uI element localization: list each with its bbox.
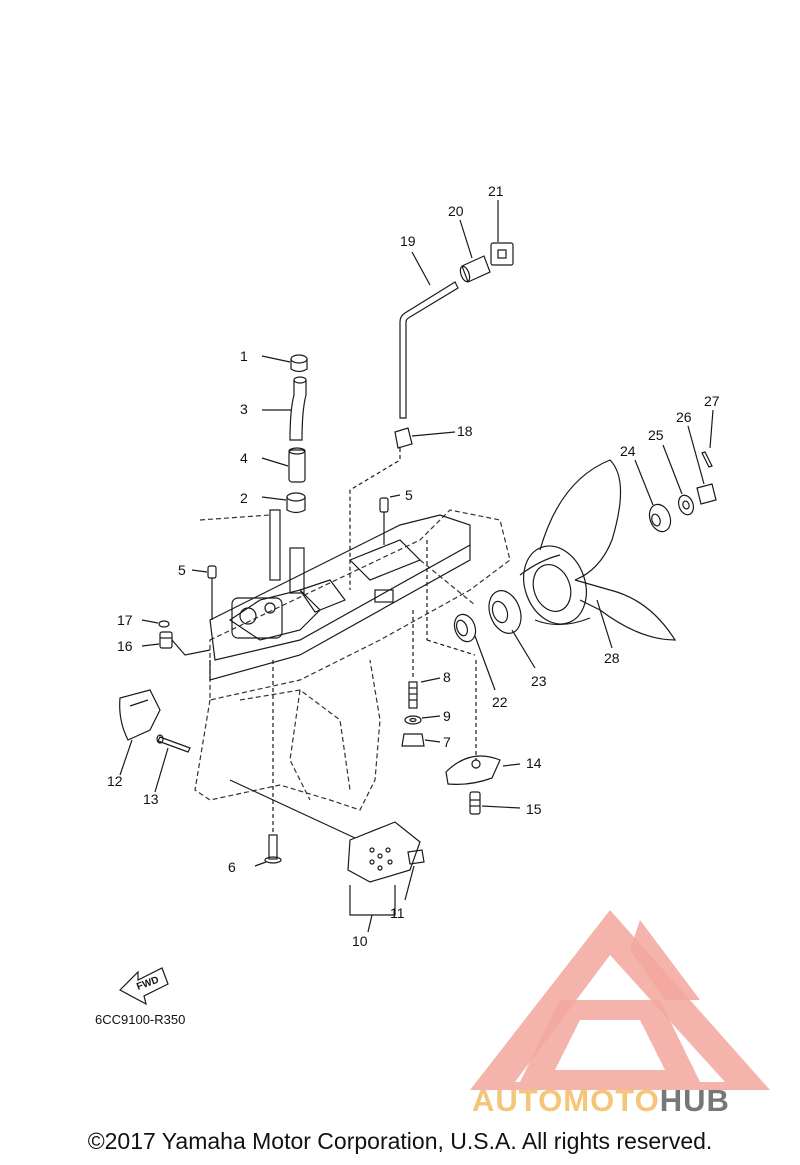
callout-16: 16 (117, 638, 133, 654)
callout-20: 20 (448, 203, 464, 219)
watermark-brand: AUTOMOTOHUB (472, 1083, 730, 1119)
callout-11: 11 (390, 905, 405, 921)
callout-7: 7 (443, 734, 451, 750)
callout-21: 21 (488, 183, 504, 199)
part-7-nut (401, 733, 425, 747)
callout-8: 8 (443, 669, 451, 685)
part-23-thrust-washer (488, 590, 522, 634)
callout-3: 3 (240, 401, 248, 417)
callout-17: 17 (117, 612, 133, 628)
copyright-notice: ©2017 Yamaha Motor Corporation, U.S.A. A… (87, 1128, 713, 1154)
part-18-seal (394, 427, 413, 449)
callout-28: 28 (604, 650, 620, 666)
part-14-trim-tab (445, 755, 501, 785)
part-27-cotter-pin (701, 451, 713, 468)
callout-23: 23 (531, 673, 547, 689)
callout-13: 13 (143, 791, 159, 807)
callout-25: 25 (648, 427, 664, 443)
part-25-washer (677, 494, 695, 516)
part-code: 6CC9100-R350 (95, 1012, 185, 1027)
callout-26: 26 (676, 409, 692, 425)
part-2-grommet (286, 492, 306, 514)
part-24-spacer (648, 503, 672, 533)
gearcase-top (209, 509, 471, 681)
part-20-grommet (459, 255, 491, 283)
part-1-cap (290, 354, 308, 373)
callout-5a: 5 (405, 487, 413, 503)
part-9-washer (404, 715, 422, 725)
callout-10: 10 (352, 933, 368, 949)
callout-labels: 1 2 3 4 5 5 6 7 8 9 10 11 12 13 14 15 16… (107, 183, 720, 949)
part-8-stud (408, 681, 418, 709)
part-5-pin-right (379, 497, 389, 513)
part-3-tube (289, 376, 307, 441)
part-4-sleeve (288, 447, 306, 483)
fwd-arrow-icon (119, 967, 169, 1006)
part-21-clip (490, 242, 514, 266)
callout-22: 22 (492, 694, 508, 710)
callout-12: 12 (107, 773, 123, 789)
part-10-anode (347, 821, 421, 883)
callout-27: 27 (704, 393, 720, 409)
watermark-brand-part2: HUB (659, 1083, 730, 1118)
watermark-logo-icon (470, 910, 770, 1090)
callout-6: 6 (228, 859, 236, 875)
part-22-spacer (453, 613, 477, 643)
part-15-bolt (469, 791, 481, 815)
part-6-bolt (264, 834, 282, 864)
part-12-anode (119, 689, 161, 741)
part-26-nut (696, 483, 717, 505)
part-28-propeller (519, 459, 677, 641)
callout-19: 19 (400, 233, 416, 249)
watermark-brand-part1: AUTOMOTO (472, 1083, 660, 1118)
callout-4: 4 (240, 450, 248, 466)
callout-18: 18 (457, 423, 473, 439)
gearcase-housing (194, 509, 511, 811)
callout-14: 14 (526, 755, 542, 771)
part-13-bolt (156, 734, 191, 753)
callout-24: 24 (620, 443, 636, 459)
part-16-plug (159, 631, 173, 649)
part-5-pin-left (207, 565, 217, 579)
callout-5b: 5 (178, 562, 186, 578)
part-11-nut (407, 849, 425, 865)
part-17-o-ring (158, 620, 170, 628)
callout-9: 9 (443, 708, 451, 724)
part-19-water-tube (399, 281, 459, 419)
callout-15: 15 (526, 801, 542, 817)
callout-2: 2 (240, 490, 248, 506)
callout-1: 1 (240, 348, 248, 364)
